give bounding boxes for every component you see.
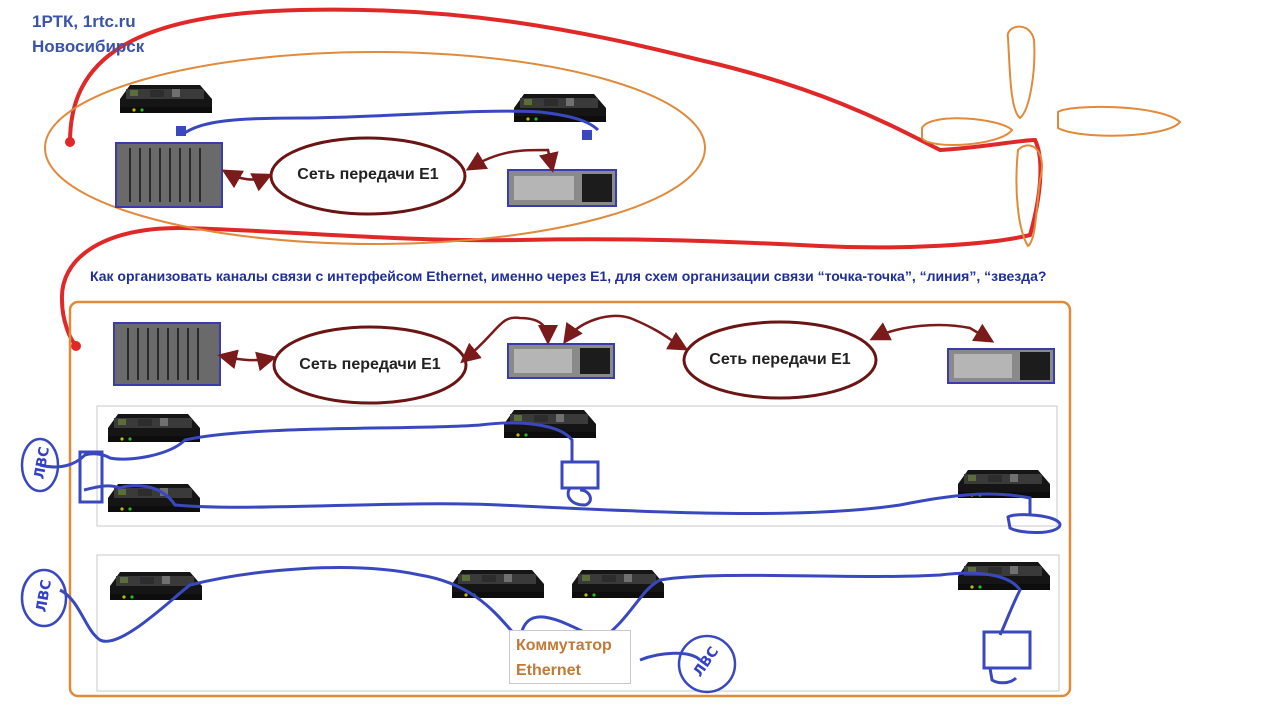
line-blue-cables: [39, 421, 1062, 534]
top-blue-cable: [181, 109, 600, 137]
orange-ellipse-frame: [44, 51, 706, 245]
mid-rack-chassis: [113, 322, 221, 386]
mid-right-network-ellipse: [682, 320, 878, 400]
lan-circle-left2: [20, 568, 68, 628]
header-line2: Новосибирск: [32, 37, 145, 56]
mid-small-unit-right: [947, 348, 1055, 384]
header-line1: 1РТК, 1rtc.ru: [32, 12, 136, 31]
star-board-3: [572, 570, 664, 598]
star-blue-cables: [59, 566, 1032, 685]
mid-small-unit-left: [507, 343, 615, 379]
star-board-2: [452, 570, 544, 598]
top-rack-chassis: [115, 142, 223, 208]
star-board-4: [958, 562, 1050, 590]
star-scheme-box: [96, 554, 1060, 692]
line-board-1: [108, 414, 200, 442]
orange-main-frame: [68, 300, 1072, 698]
red-outline-airplane: [59, 7, 1043, 347]
switch-label-line2: Ethernet: [516, 662, 581, 679]
mid-left-network-label: Сеть передачи Е1: [299, 356, 441, 373]
line-scheme-box: [96, 405, 1058, 527]
question-text: Как организовать каналы связи с интерфей…: [90, 268, 1047, 284]
top-network-label: Сеть передачи Е1: [297, 166, 439, 183]
switch-label-line1: Коммутатор: [516, 637, 612, 654]
ethernet-switch-label: Коммутатор Ethernet: [509, 630, 631, 684]
propeller-shapes: [921, 25, 1182, 248]
top-small-unit: [507, 169, 617, 207]
mid-right-network-label: Сеть передачи Е1: [709, 351, 851, 368]
top-board-right: [514, 94, 606, 122]
lan-circle-left1: [20, 437, 60, 493]
top-board-left: [120, 85, 212, 113]
lan-circle-bottom: [677, 634, 737, 694]
